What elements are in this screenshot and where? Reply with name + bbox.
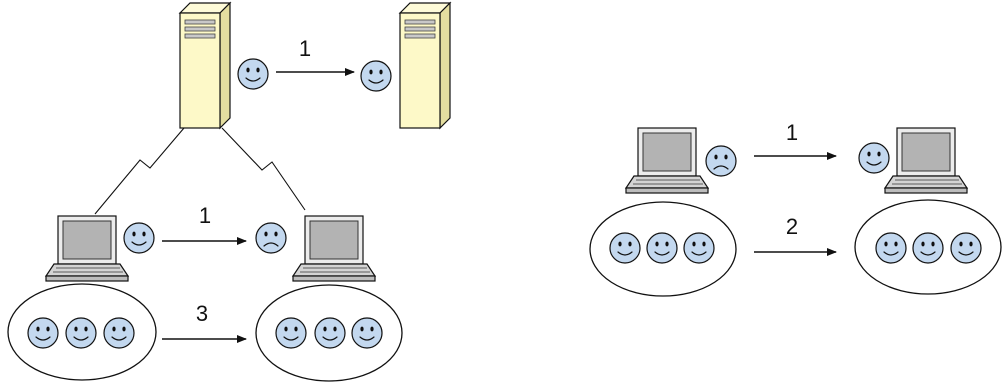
target-server-icon — [399, 2, 451, 129]
smiley-face-icon — [123, 222, 155, 254]
server-arrow-label: 1 — [299, 36, 311, 61]
source-laptop-icon — [45, 215, 129, 282]
smiley-face-icon — [314, 317, 346, 349]
sad-face-icon — [255, 222, 287, 254]
smiley-face-icon — [950, 232, 982, 264]
smiley-face-icon — [360, 60, 392, 92]
laptop-arrow-label: 1 — [199, 203, 211, 228]
smiley-face-icon — [683, 232, 715, 264]
target-laptop-icon — [884, 127, 968, 194]
smiley-face-icon — [646, 232, 678, 264]
smiley-face-icon — [27, 317, 59, 349]
smiley-face-icon — [65, 317, 97, 349]
group-arrow-label: 2 — [786, 214, 798, 239]
right-diagram: 1 2 — [589, 120, 1002, 297]
target-laptop-icon — [292, 215, 376, 282]
group-arrow-label: 3 — [196, 301, 208, 326]
smiley-face-icon — [912, 232, 944, 264]
smiley-face-icon — [875, 232, 907, 264]
sad-face-icon — [705, 145, 737, 177]
smiley-face-icon — [103, 317, 135, 349]
source-laptop-icon — [625, 127, 709, 194]
left-diagram: 1 1 3 — [7, 2, 451, 382]
smiley-face-icon — [275, 317, 307, 349]
source-server-icon — [179, 2, 231, 129]
smiley-face-icon — [237, 58, 269, 90]
network-link-right — [221, 127, 306, 211]
network-link-left — [94, 127, 185, 215]
smiley-face-icon — [609, 232, 641, 264]
smiley-face-icon — [858, 142, 890, 174]
smiley-face-icon — [351, 317, 383, 349]
laptop-arrow-label: 1 — [786, 120, 798, 145]
